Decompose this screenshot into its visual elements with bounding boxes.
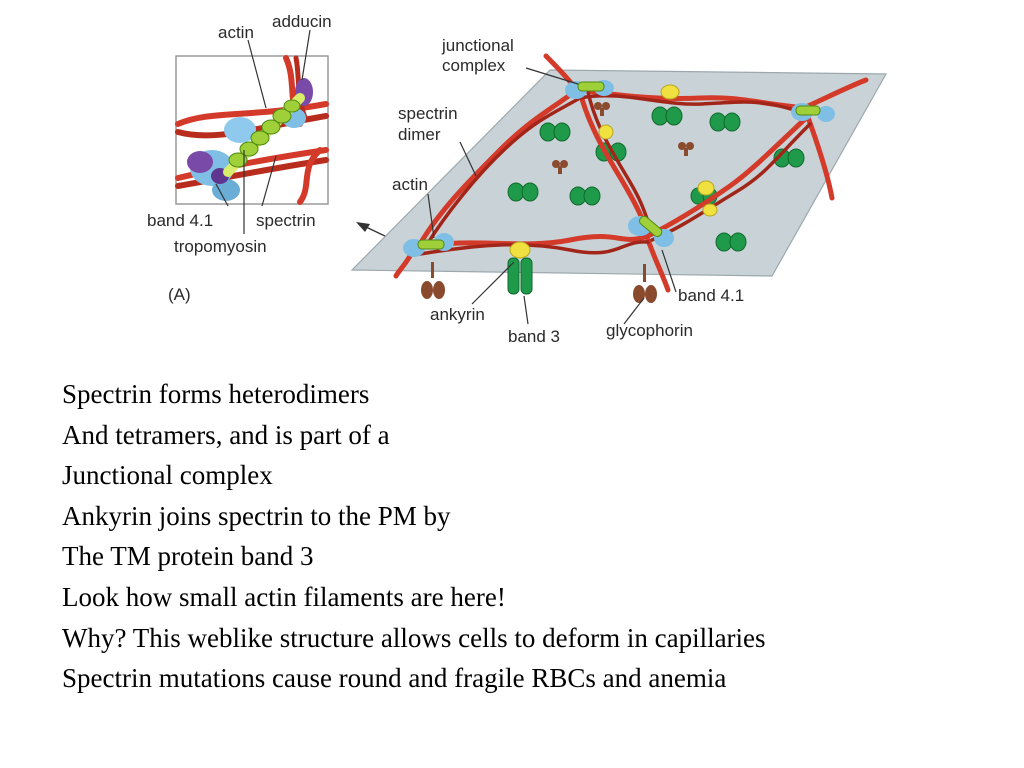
main-leader-lines <box>427 67 677 325</box>
main-band41-label: band 4.1 <box>678 286 744 305</box>
junctional-complex-label-line2: complex <box>442 56 506 75</box>
caption-text: Spectrin forms heterodimers And tetramer… <box>62 374 1012 699</box>
panel-label: (A) <box>168 285 191 304</box>
caption-line: Spectrin forms heterodimers <box>62 379 370 409</box>
spectrin-dimer-label-line1: spectrin <box>398 104 458 123</box>
spectrin-network-figure: actin adducin band 4.1 spectrin tropomyo… <box>147 12 888 346</box>
ankyrin-label: ankyrin <box>430 305 485 324</box>
ankyrin-proteins <box>509 84 718 259</box>
inset-adducin-label: adducin <box>272 12 332 31</box>
junctional-complex-right <box>791 103 835 122</box>
caption-line: Junctional complex <box>62 460 273 491</box>
spectrin-dimer-label-line2: dimer <box>398 125 441 144</box>
junctional-complex-left <box>403 233 454 257</box>
junctional-complex-top <box>565 80 614 99</box>
junctional-complex-label-line1: junctional <box>441 36 514 55</box>
inset-spectrin-label: spectrin <box>256 211 316 230</box>
band3-label: band 3 <box>508 327 560 346</box>
caption-line: Ankyrin joins spectrin to the PM by <box>62 500 451 531</box>
caption-line: Look how small actin filaments are here! <box>62 581 506 612</box>
junctional-complex-center <box>628 215 674 247</box>
inset-panel: actin adducin band 4.1 spectrin tropomyo… <box>147 12 332 304</box>
inset-tropomyosin-label: tropomyosin <box>174 237 267 256</box>
caption-line: And tetramers, and is part of a <box>62 419 390 450</box>
inset-leader-lines <box>215 29 311 234</box>
membrane-network: junctional complex spectrin dimer actin … <box>350 36 888 346</box>
caption-line: Why? This weblike structure allows cells… <box>62 622 766 653</box>
spectrin-tetramers <box>393 53 869 293</box>
inset-actin-filament <box>223 93 305 177</box>
caption-line: Spectrin mutations cause round and fragi… <box>62 663 727 694</box>
inset-adducin <box>187 78 313 184</box>
inset-band41-label: band 4.1 <box>147 211 213 230</box>
glycophorin-transmembrane <box>421 262 657 303</box>
glycophorin-label: glycophorin <box>606 321 693 340</box>
band3-transmembrane <box>507 257 533 295</box>
inset-actin-label: actin <box>218 23 254 42</box>
glycophorin-surface <box>552 102 694 174</box>
main-actin-label: actin <box>392 175 428 194</box>
caption-line: The TM protein band 3 <box>62 541 314 572</box>
